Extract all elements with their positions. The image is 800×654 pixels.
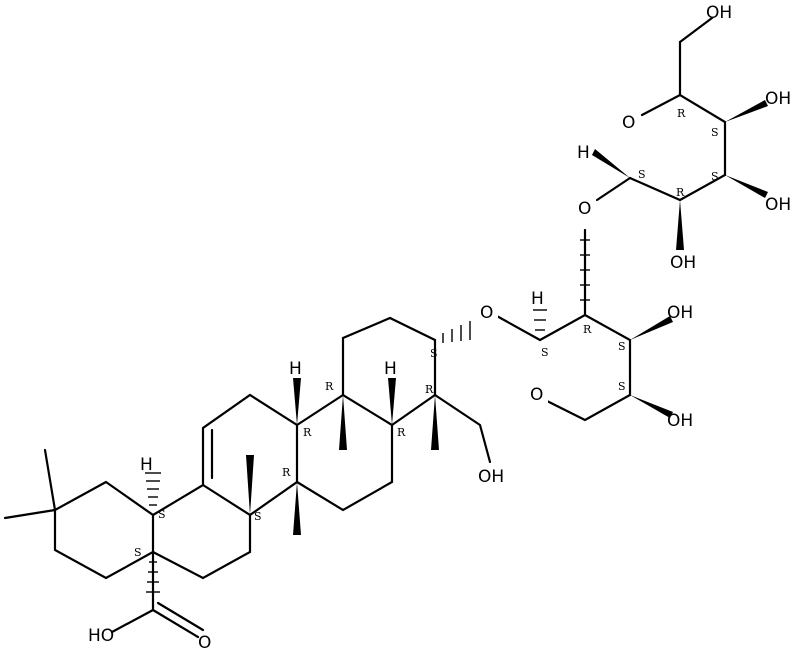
stereo-label: R	[425, 383, 434, 396]
hexose-ring	[592, 16, 768, 250]
stereo-label: S	[158, 508, 166, 521]
atom-oh-hexose-4: OH	[765, 89, 791, 109]
atom-oh-hexose-6: OH	[706, 3, 732, 23]
h-wedge-2	[388, 378, 396, 425]
ring-e	[341, 316, 437, 397]
atom-o-carbonyl: O	[198, 633, 211, 653]
atom-h-hexose: H	[577, 143, 590, 163]
stereo-label: R	[677, 107, 686, 120]
stereo-label: R	[282, 466, 291, 479]
gem-methyl-2	[3, 508, 57, 520]
methyl-wedge-1	[246, 455, 254, 515]
atom-o-interglycosidic: O	[578, 199, 591, 219]
atom-oh-hydroxymethyl: OH	[478, 467, 504, 487]
atom-o-pentose-ring: O	[530, 385, 543, 405]
oh-wedge-h2	[676, 200, 684, 250]
glycosidic-bond-1	[493, 313, 542, 342]
methyl-wedge-3	[339, 395, 347, 450]
stereo-label: R	[676, 186, 685, 199]
h-wedge-anomeric	[592, 149, 630, 178]
hash-carboxyl	[146, 561, 160, 593]
atom-o-glycosidic: O	[480, 303, 493, 323]
acid-oh-bond	[110, 608, 155, 634]
stereo-label: S	[711, 126, 719, 139]
ring-e-bond	[390, 393, 437, 427]
stereo-label: S	[618, 380, 626, 393]
atom-oh-pentose-3: OH	[667, 303, 693, 323]
methyl-wedge-4	[431, 395, 439, 450]
atom-ho-acid: HO	[88, 626, 114, 646]
stereo-label: S	[711, 170, 719, 183]
pentose-ring	[493, 228, 673, 422]
stereo-label: S	[254, 510, 262, 523]
hash-glycoside	[442, 321, 471, 343]
h-wedge-1	[293, 378, 301, 425]
atom-h-c9: H	[289, 359, 302, 379]
methyl-wedge-2	[293, 482, 301, 535]
atom-h-c5: H	[384, 359, 397, 379]
gem-methyl-1	[43, 448, 57, 512]
triterpene-aglycone	[3, 316, 492, 639]
atom-oh-hexose-3: OH	[765, 195, 791, 215]
stereo-label: R	[397, 426, 406, 439]
ring-c	[201, 393, 299, 517]
atom-labels: O O O O H H H H H OH HO O OH OH OH OH OH…	[88, 3, 791, 653]
atom-h-pentose: H	[531, 289, 544, 309]
ring-d	[295, 393, 394, 512]
atom-o-hexose-ring: O	[622, 113, 635, 133]
hash-h-ab	[145, 472, 161, 506]
hexose-bonds	[628, 93, 727, 202]
stereo-labels: S S S R R R R R S S R S S S R R S S	[134, 107, 719, 559]
hexose-anomeric	[595, 176, 632, 202]
atom-oh-pentose-4: OH	[667, 411, 693, 431]
stereo-label: R	[303, 426, 312, 439]
oh-wedge-p3	[630, 316, 673, 340]
stereo-label: S	[638, 168, 646, 181]
hash-h-pentose	[533, 309, 547, 331]
ring-a	[53, 480, 155, 580]
stereo-label: R	[583, 323, 592, 336]
hash-o-upper	[580, 239, 590, 301]
stereo-label: S	[618, 340, 626, 353]
pentose-bonds	[538, 313, 632, 422]
stereo-label: R	[325, 380, 334, 393]
ring-b	[151, 483, 252, 580]
oh-wedge-p4	[630, 395, 673, 418]
stereo-label: S	[541, 346, 549, 359]
carbonyl-b	[156, 601, 205, 632]
carbonyl-a	[151, 608, 200, 639]
atom-oh-hexose-2: OH	[670, 253, 696, 273]
oh-wedge-h4	[725, 100, 768, 122]
hydroxymethyl-bond	[433, 393, 492, 464]
stereo-label: S	[430, 347, 438, 360]
hexose-c6-oh	[678, 16, 714, 44]
oh-wedge-h3	[725, 175, 768, 198]
atom-h-ab: H	[140, 455, 153, 475]
stereo-label: S	[134, 546, 142, 559]
